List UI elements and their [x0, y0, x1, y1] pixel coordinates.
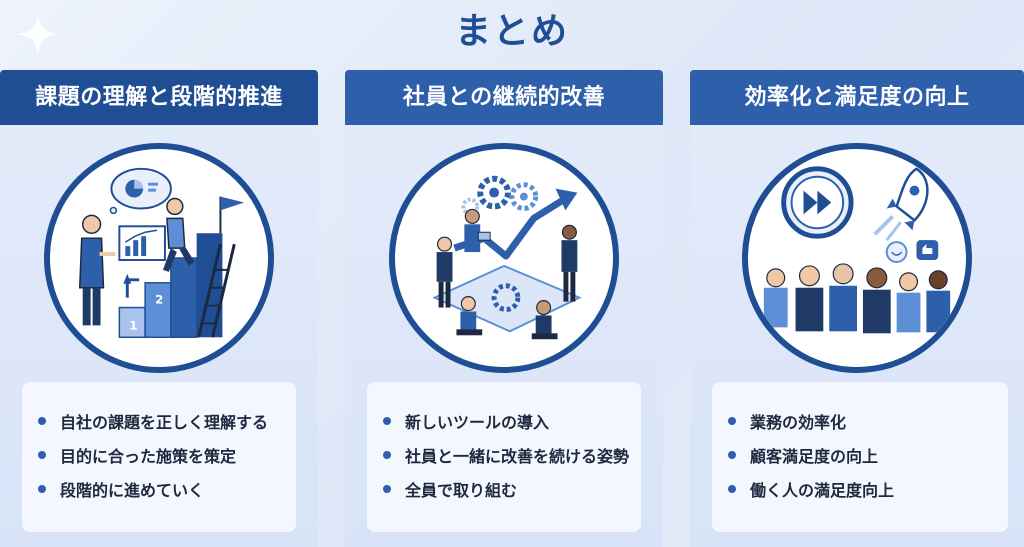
bullet-list: 自社の課題を正しく理解する 目的に合った施策を策定 段階的に進めていく [22, 382, 296, 532]
bullet-dot-icon [383, 485, 391, 493]
card-heading: 社員との継続的改善 [345, 70, 663, 125]
list-item: 業務の効率化 [728, 404, 1008, 438]
page-title: まとめ [454, 11, 569, 52]
summary-card-understanding: 課題の理解と段階的推進 1 2 [0, 70, 318, 547]
bullet-dot-icon [38, 417, 46, 425]
bullet-dot-icon [728, 417, 736, 425]
bullet-dot-icon [383, 451, 391, 459]
card-heading: 効率化と満足度の向上 [690, 70, 1024, 125]
bullet-dot-icon [728, 451, 736, 459]
bullet-dot-icon [38, 485, 46, 493]
list-item: 全員で取り組む [383, 472, 641, 506]
svg-text:2: 2 [155, 293, 163, 307]
list-item: 新しいツールの導入 [383, 404, 641, 438]
bullet-dot-icon [383, 417, 391, 425]
list-item: 自社の課題を正しく理解する [38, 404, 296, 438]
summary-card-improvement: 社員との継続的改善 [345, 70, 663, 547]
team-collaboration-icon [389, 143, 619, 373]
list-item: 目的に合った施策を策定 [38, 438, 296, 472]
rocket-team-icon [742, 143, 972, 373]
bullet-list: 新しいツールの導入 社員と一緒に改善を続ける姿勢 全員で取り組む [367, 382, 641, 532]
bullet-list: 業務の効率化 顧客満足度の向上 働く人の満足度向上 [712, 382, 1008, 532]
card-heading: 課題の理解と段階的推進 [0, 70, 318, 125]
list-item: 社員と一緒に改善を続ける姿勢 [383, 438, 641, 472]
staircase-growth-icon: 1 2 [44, 143, 274, 373]
sparkle-icon [16, 12, 60, 56]
summary-card-efficiency: 効率化と満足度の向上 [690, 70, 1024, 547]
bullet-dot-icon [38, 451, 46, 459]
list-item: 段階的に進めていく [38, 472, 296, 506]
bullet-dot-icon [728, 485, 736, 493]
list-item: 働く人の満足度向上 [728, 472, 1008, 506]
svg-text:1: 1 [129, 318, 137, 332]
list-item: 顧客満足度の向上 [728, 438, 1008, 472]
